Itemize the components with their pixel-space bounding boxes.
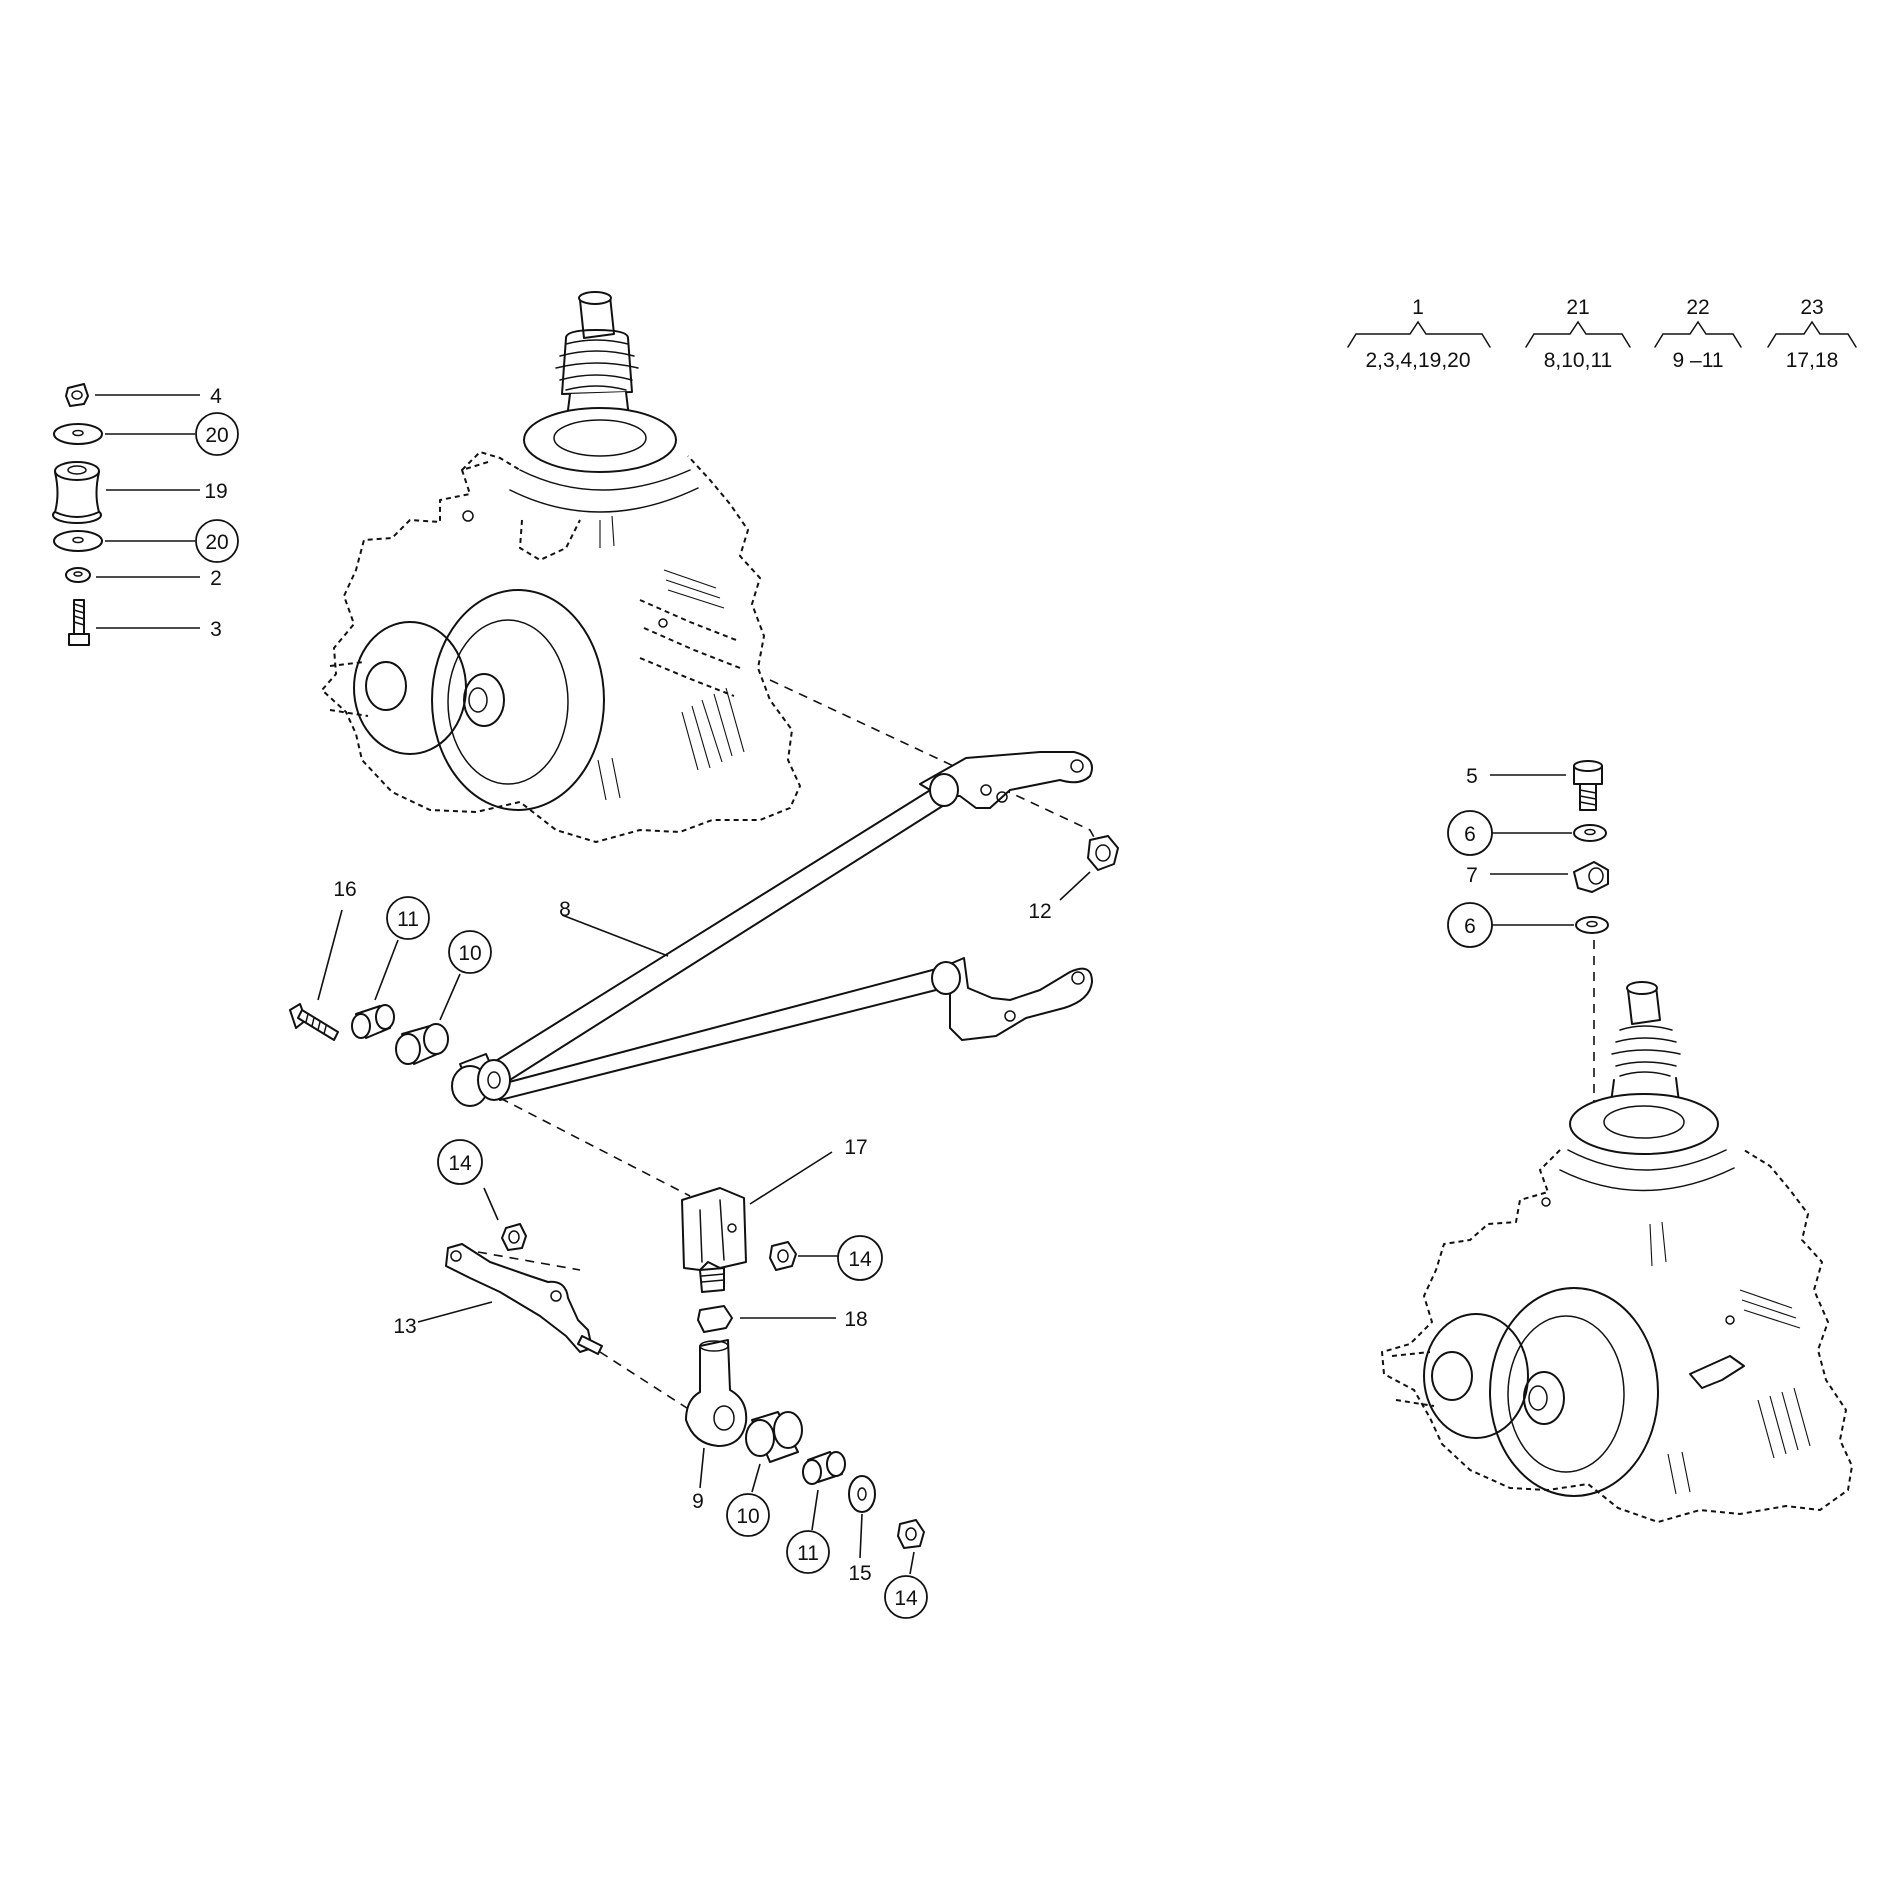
label-20-bottom: 20 bbox=[205, 531, 228, 554]
right-stack: 5 6 7 6 bbox=[1447, 760, 1609, 1110]
label-9: 9 bbox=[692, 1490, 704, 1513]
kit-23: 23 17,18 bbox=[1767, 296, 1857, 372]
label-2: 2 bbox=[210, 567, 222, 590]
label-4: 4 bbox=[210, 385, 222, 408]
kit-22-brace bbox=[1654, 320, 1742, 348]
label-5: 5 bbox=[1466, 765, 1478, 788]
part-20-washer-bottom: 20 bbox=[53, 519, 239, 563]
part-5-bolt: 5 bbox=[1466, 760, 1603, 811]
label-20-top: 20 bbox=[205, 424, 228, 447]
part-15-washer: 15 bbox=[848, 1475, 876, 1585]
label-11-upper: 11 bbox=[397, 908, 419, 931]
dashed-link-lower bbox=[499, 1097, 691, 1197]
part-12-nut: 12 bbox=[1028, 835, 1119, 923]
part-16-bolt: 16 bbox=[289, 878, 357, 1041]
kit-22-number: 22 bbox=[1686, 296, 1709, 319]
kit-1-number: 1 bbox=[1412, 296, 1424, 319]
kit-21-contents: 8,10,11 bbox=[1544, 349, 1613, 372]
label-10-upper: 10 bbox=[458, 942, 481, 965]
dashed-link-upper bbox=[769, 679, 1101, 849]
part-3-bolt: 3 bbox=[68, 599, 222, 646]
part-6-washer-lower: 6 bbox=[1447, 902, 1609, 948]
label-18: 18 bbox=[844, 1308, 867, 1331]
kit-21: 21 8,10,11 bbox=[1525, 296, 1631, 372]
label-14-middle: 14 bbox=[848, 1248, 872, 1271]
label-17: 17 bbox=[844, 1136, 867, 1159]
part-10-bushing-upper: 10 bbox=[395, 930, 492, 1065]
part-10-bushing-lower: 10 bbox=[726, 1411, 803, 1537]
kit-legend: 1 2,3,4,19,20 21 8,10,11 22 9 –11 23 17,… bbox=[1347, 296, 1857, 372]
kit-21-brace bbox=[1525, 320, 1631, 348]
label-7: 7 bbox=[1466, 864, 1478, 887]
gearbox-lower bbox=[1381, 981, 1853, 1523]
part-6-washer-upper: 6 bbox=[1447, 810, 1607, 856]
gearbox-upper bbox=[321, 291, 801, 843]
part-7-fitting: 7 bbox=[1466, 861, 1609, 893]
kit-1: 1 2,3,4,19,20 bbox=[1347, 296, 1491, 372]
label-6-upper: 6 bbox=[1464, 823, 1476, 846]
kit-23-number: 23 bbox=[1800, 296, 1823, 319]
label-16: 16 bbox=[333, 878, 356, 901]
part-11-bushing-upper: 11 bbox=[351, 896, 430, 1039]
label-11-lower: 11 bbox=[797, 1542, 819, 1565]
part-13-bracket: 13 bbox=[393, 1243, 691, 1411]
part-18-nut: 18 bbox=[697, 1305, 868, 1333]
part-14-nut-upper: 14 bbox=[437, 1139, 527, 1251]
label-10-lower: 10 bbox=[736, 1505, 759, 1528]
label-8: 8 bbox=[559, 898, 571, 921]
kit-21-number: 21 bbox=[1566, 296, 1589, 319]
kit-23-brace bbox=[1767, 320, 1857, 348]
part-2-washer: 2 bbox=[65, 567, 222, 590]
part-14-nut-middle: 14 bbox=[769, 1235, 883, 1281]
part-14-nut-lower: 14 bbox=[884, 1519, 928, 1619]
kit-1-brace bbox=[1347, 320, 1491, 348]
kit-1-contents: 2,3,4,19,20 bbox=[1365, 349, 1470, 372]
part-8-lever-assembly: 8 bbox=[451, 751, 1093, 1107]
label-14-lower: 14 bbox=[894, 1587, 918, 1610]
mount-stack: 4 20 19 20 bbox=[52, 383, 239, 646]
label-12: 12 bbox=[1028, 900, 1051, 923]
label-13: 13 bbox=[393, 1315, 416, 1338]
part-20-washer-top: 20 bbox=[53, 412, 239, 456]
label-19: 19 bbox=[204, 480, 227, 503]
label-6-lower: 6 bbox=[1464, 915, 1476, 938]
part-19-rubber-mount: 19 bbox=[52, 461, 228, 524]
part-9-lever-arm: 9 bbox=[685, 1339, 748, 1513]
kit-22-contents: 9 –11 bbox=[1673, 349, 1724, 372]
label-14-upper: 14 bbox=[448, 1152, 472, 1175]
label-15: 15 bbox=[848, 1562, 871, 1585]
kit-23-contents: 17,18 bbox=[1786, 349, 1839, 372]
kit-22: 22 9 –11 bbox=[1654, 296, 1742, 372]
part-4-nut: 4 bbox=[65, 383, 222, 408]
part-11-bushing-lower: 11 bbox=[786, 1451, 846, 1574]
label-3: 3 bbox=[210, 618, 222, 641]
part-17-clevis: 17 bbox=[681, 1136, 868, 1293]
